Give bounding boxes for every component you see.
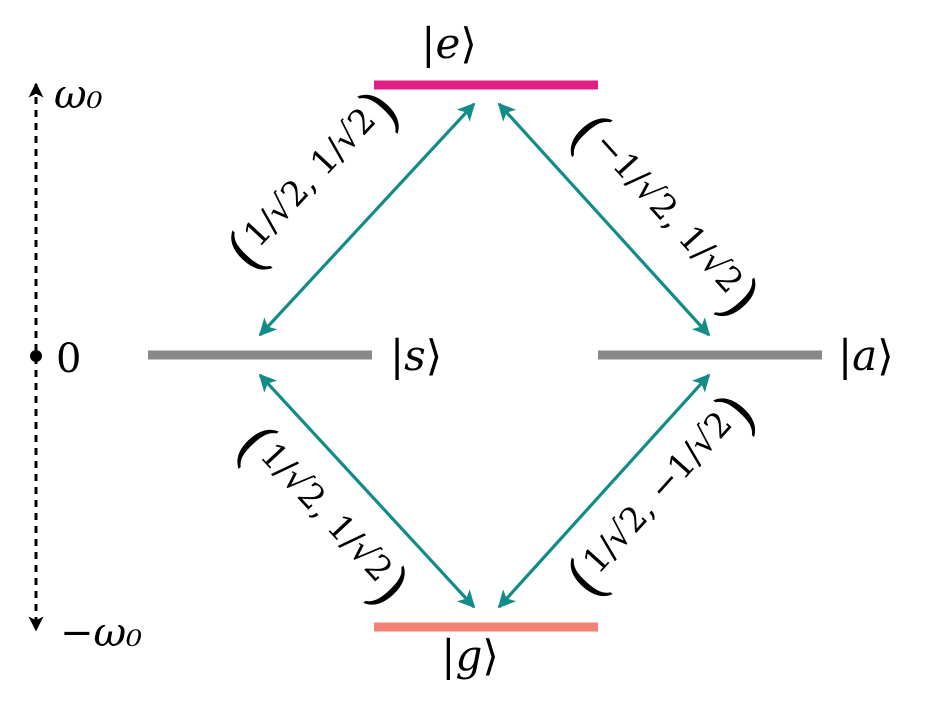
energy-axis: ω₀ 0 −ω₀ xyxy=(28,72,142,656)
transition-arrow-s-g xyxy=(258,373,476,609)
svg-text:|e⟩: |e⟩ xyxy=(421,19,476,68)
svg-text:(−1/√2, 1/√2): (−1/√2, 1/√2) xyxy=(555,100,774,332)
energy-axis-bottom-label: −ω₀ xyxy=(60,610,142,656)
energy-axis-top-label: ω₀ xyxy=(54,72,103,118)
svg-text:|g⟩: |g⟩ xyxy=(441,631,498,680)
coupling-e-a-first: −1/√2 xyxy=(585,124,685,229)
svg-text:|a⟩: |a⟩ xyxy=(838,331,894,380)
levels: |e⟩ |s⟩ |a⟩ |g⟩ xyxy=(148,19,894,680)
transition-arrow-e-s xyxy=(258,102,476,337)
coupling-a-g-second: −1/√2 xyxy=(641,404,741,509)
symmetric-level-ket: |s⟩ xyxy=(390,331,442,380)
svg-text:(1/√2, −1/√2): (1/√2, −1/√2) xyxy=(552,380,771,612)
coupling-label-e-a: (−1/√2, 1/√2) xyxy=(555,100,774,332)
symmetric-level-label: s xyxy=(404,331,426,380)
energy-axis-zero-dot xyxy=(30,350,42,362)
svg-text:|s⟩: |s⟩ xyxy=(390,331,442,380)
svg-text:(1/√2, 1/√2): (1/√2, 1/√2) xyxy=(213,76,415,286)
coupling-label-e-s: (1/√2, 1/√2) xyxy=(213,76,415,286)
excited-level-label: e xyxy=(435,19,460,68)
coupling-label-a-g: (1/√2, −1/√2) xyxy=(552,380,771,612)
transition-arrow-a-g xyxy=(497,373,711,609)
transitions xyxy=(258,102,711,609)
energy-axis-zero-label: 0 xyxy=(56,336,81,382)
ground-level-ket: |g⟩ xyxy=(441,631,498,680)
ground-level-label: g xyxy=(455,631,482,680)
antisymmetric-level-label: a xyxy=(852,331,877,380)
antisymmetric-level-ket: |a⟩ xyxy=(838,331,894,380)
excited-level-ket: |e⟩ xyxy=(421,19,476,68)
transition-arrow-e-a xyxy=(497,102,711,337)
